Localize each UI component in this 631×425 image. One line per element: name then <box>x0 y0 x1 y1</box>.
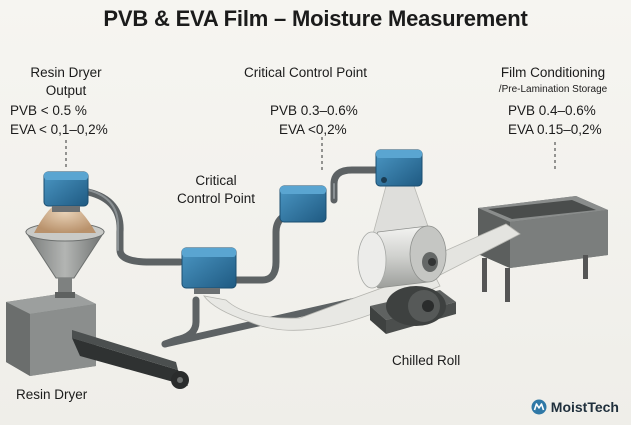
resin-dryer-label: Resin Dryer <box>16 387 88 402</box>
resin-dryer-output-line1: Resin Dryer <box>30 65 102 80</box>
resin-dryer-eva-spec: EVA < 0,1–0,2% <box>10 122 108 137</box>
film-conditioning-pvb-spec: PVB 0.4–0.6% <box>508 103 596 118</box>
sensor-resin-dryer-icon <box>43 171 89 212</box>
critical-top-pvb-spec: PVB 0.3–0.6% <box>270 103 358 118</box>
resin-hopper <box>25 198 105 298</box>
resin-dryer-machine <box>6 292 189 389</box>
conditioning-oven <box>478 196 608 302</box>
leader-lines <box>65 137 556 170</box>
diagram-title: PVB & EVA Film – Moisture Measurement <box>103 6 528 31</box>
film-conditioning-title: Film Conditioning <box>500 65 606 80</box>
brand-name: MoistTech <box>550 399 619 415</box>
sensor-chilled-roll-icon <box>375 149 423 187</box>
critical-control-point-left-label: Critical Control Point <box>160 172 272 208</box>
sensor-critical-left-icon <box>181 247 237 294</box>
critical-left-line2: Control Point <box>176 191 256 206</box>
sensor-critical-top-icon <box>279 185 327 223</box>
resin-dryer-output-label: Resin Dryer Output <box>18 64 114 100</box>
brand-logo: MoistTech <box>531 399 619 415</box>
resin-dryer-output-line2: Output <box>45 83 87 98</box>
film-conditioning-eva-spec: EVA 0.15–0,2% <box>508 122 602 137</box>
chilled-roll <box>357 225 447 289</box>
chilled-roll-stand <box>370 286 456 334</box>
critical-left-line1: Critical <box>195 173 237 188</box>
moisttech-logo-icon <box>531 399 547 415</box>
chilled-roll-label: Chilled Roll <box>392 353 461 368</box>
critical-control-point-top-label: Critical Control Point <box>244 65 368 80</box>
film-conditioning-subtitle: /Pre-Lamination Storage <box>498 84 608 95</box>
resin-dryer-pvb-spec: PVB < 0.5 % <box>10 103 87 118</box>
critical-top-eva-spec: EVA <0,2% <box>279 122 347 137</box>
